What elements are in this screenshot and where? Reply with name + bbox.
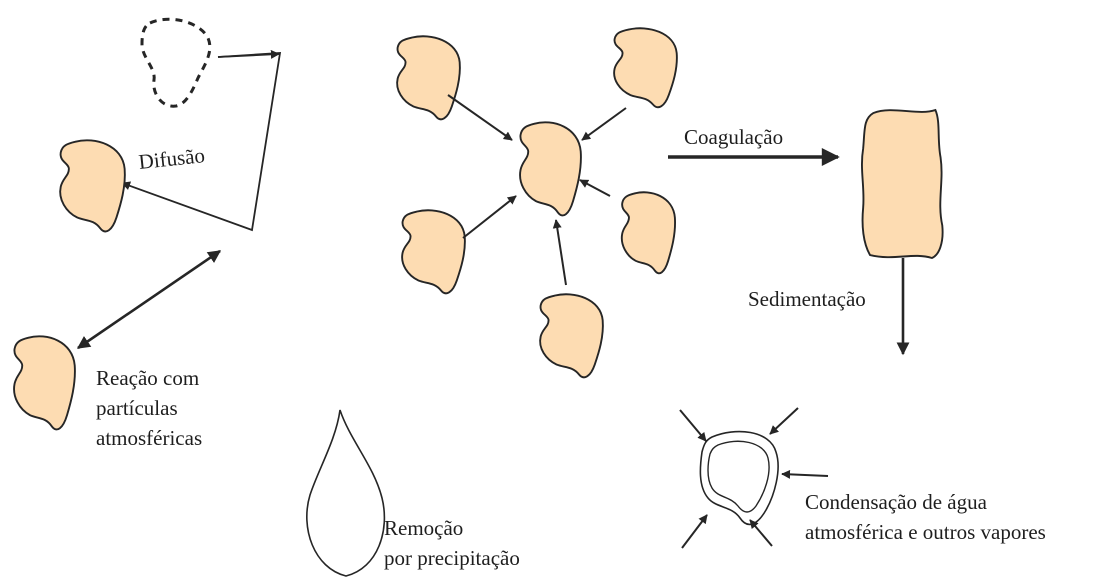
coag-arrow-s (556, 220, 566, 285)
particle-coag-ne (614, 28, 677, 107)
particle-diffusion-target (60, 140, 125, 231)
diffusion-path (122, 53, 280, 230)
coagulation-label: Coagulação (684, 125, 783, 150)
cond-arrow-e (782, 474, 828, 476)
particle-coag-s (540, 294, 603, 377)
reaction-label-line1: Reação com (96, 366, 199, 391)
coag-arrow-se (580, 180, 610, 196)
removal-label-line2: por precipitação (384, 546, 520, 571)
reaction-label-line2: partículas (96, 396, 178, 421)
condensation-label-line1: Condensação de água (805, 490, 987, 515)
reaction-double-arrow (78, 251, 220, 348)
coag-arrow-nw (448, 95, 512, 140)
particle-coag-nw (397, 36, 460, 119)
coag-arrow-sw (463, 196, 516, 238)
particle-coag-center (520, 122, 581, 215)
particle-coagulated (862, 110, 943, 258)
condensation-label-line2: atmosférica e outros vapores (805, 520, 1046, 545)
cond-arrow-ne (770, 408, 798, 434)
dashed-particle-outline-icon (142, 19, 210, 106)
coag-arrow-ne (582, 108, 626, 140)
cond-arrow-se (750, 520, 772, 546)
rain-droplet-icon (307, 410, 385, 576)
particle-reaction (14, 336, 75, 429)
sedimentation-label: Sedimentação (748, 287, 866, 312)
particle-coag-e (622, 192, 675, 273)
reaction-label-line3: atmosféricas (96, 426, 202, 451)
particle-coag-w (402, 210, 465, 293)
removal-label-line1: Remoção (384, 516, 463, 541)
cond-arrow-nw (680, 410, 706, 441)
cond-arrow-sw (682, 515, 707, 548)
